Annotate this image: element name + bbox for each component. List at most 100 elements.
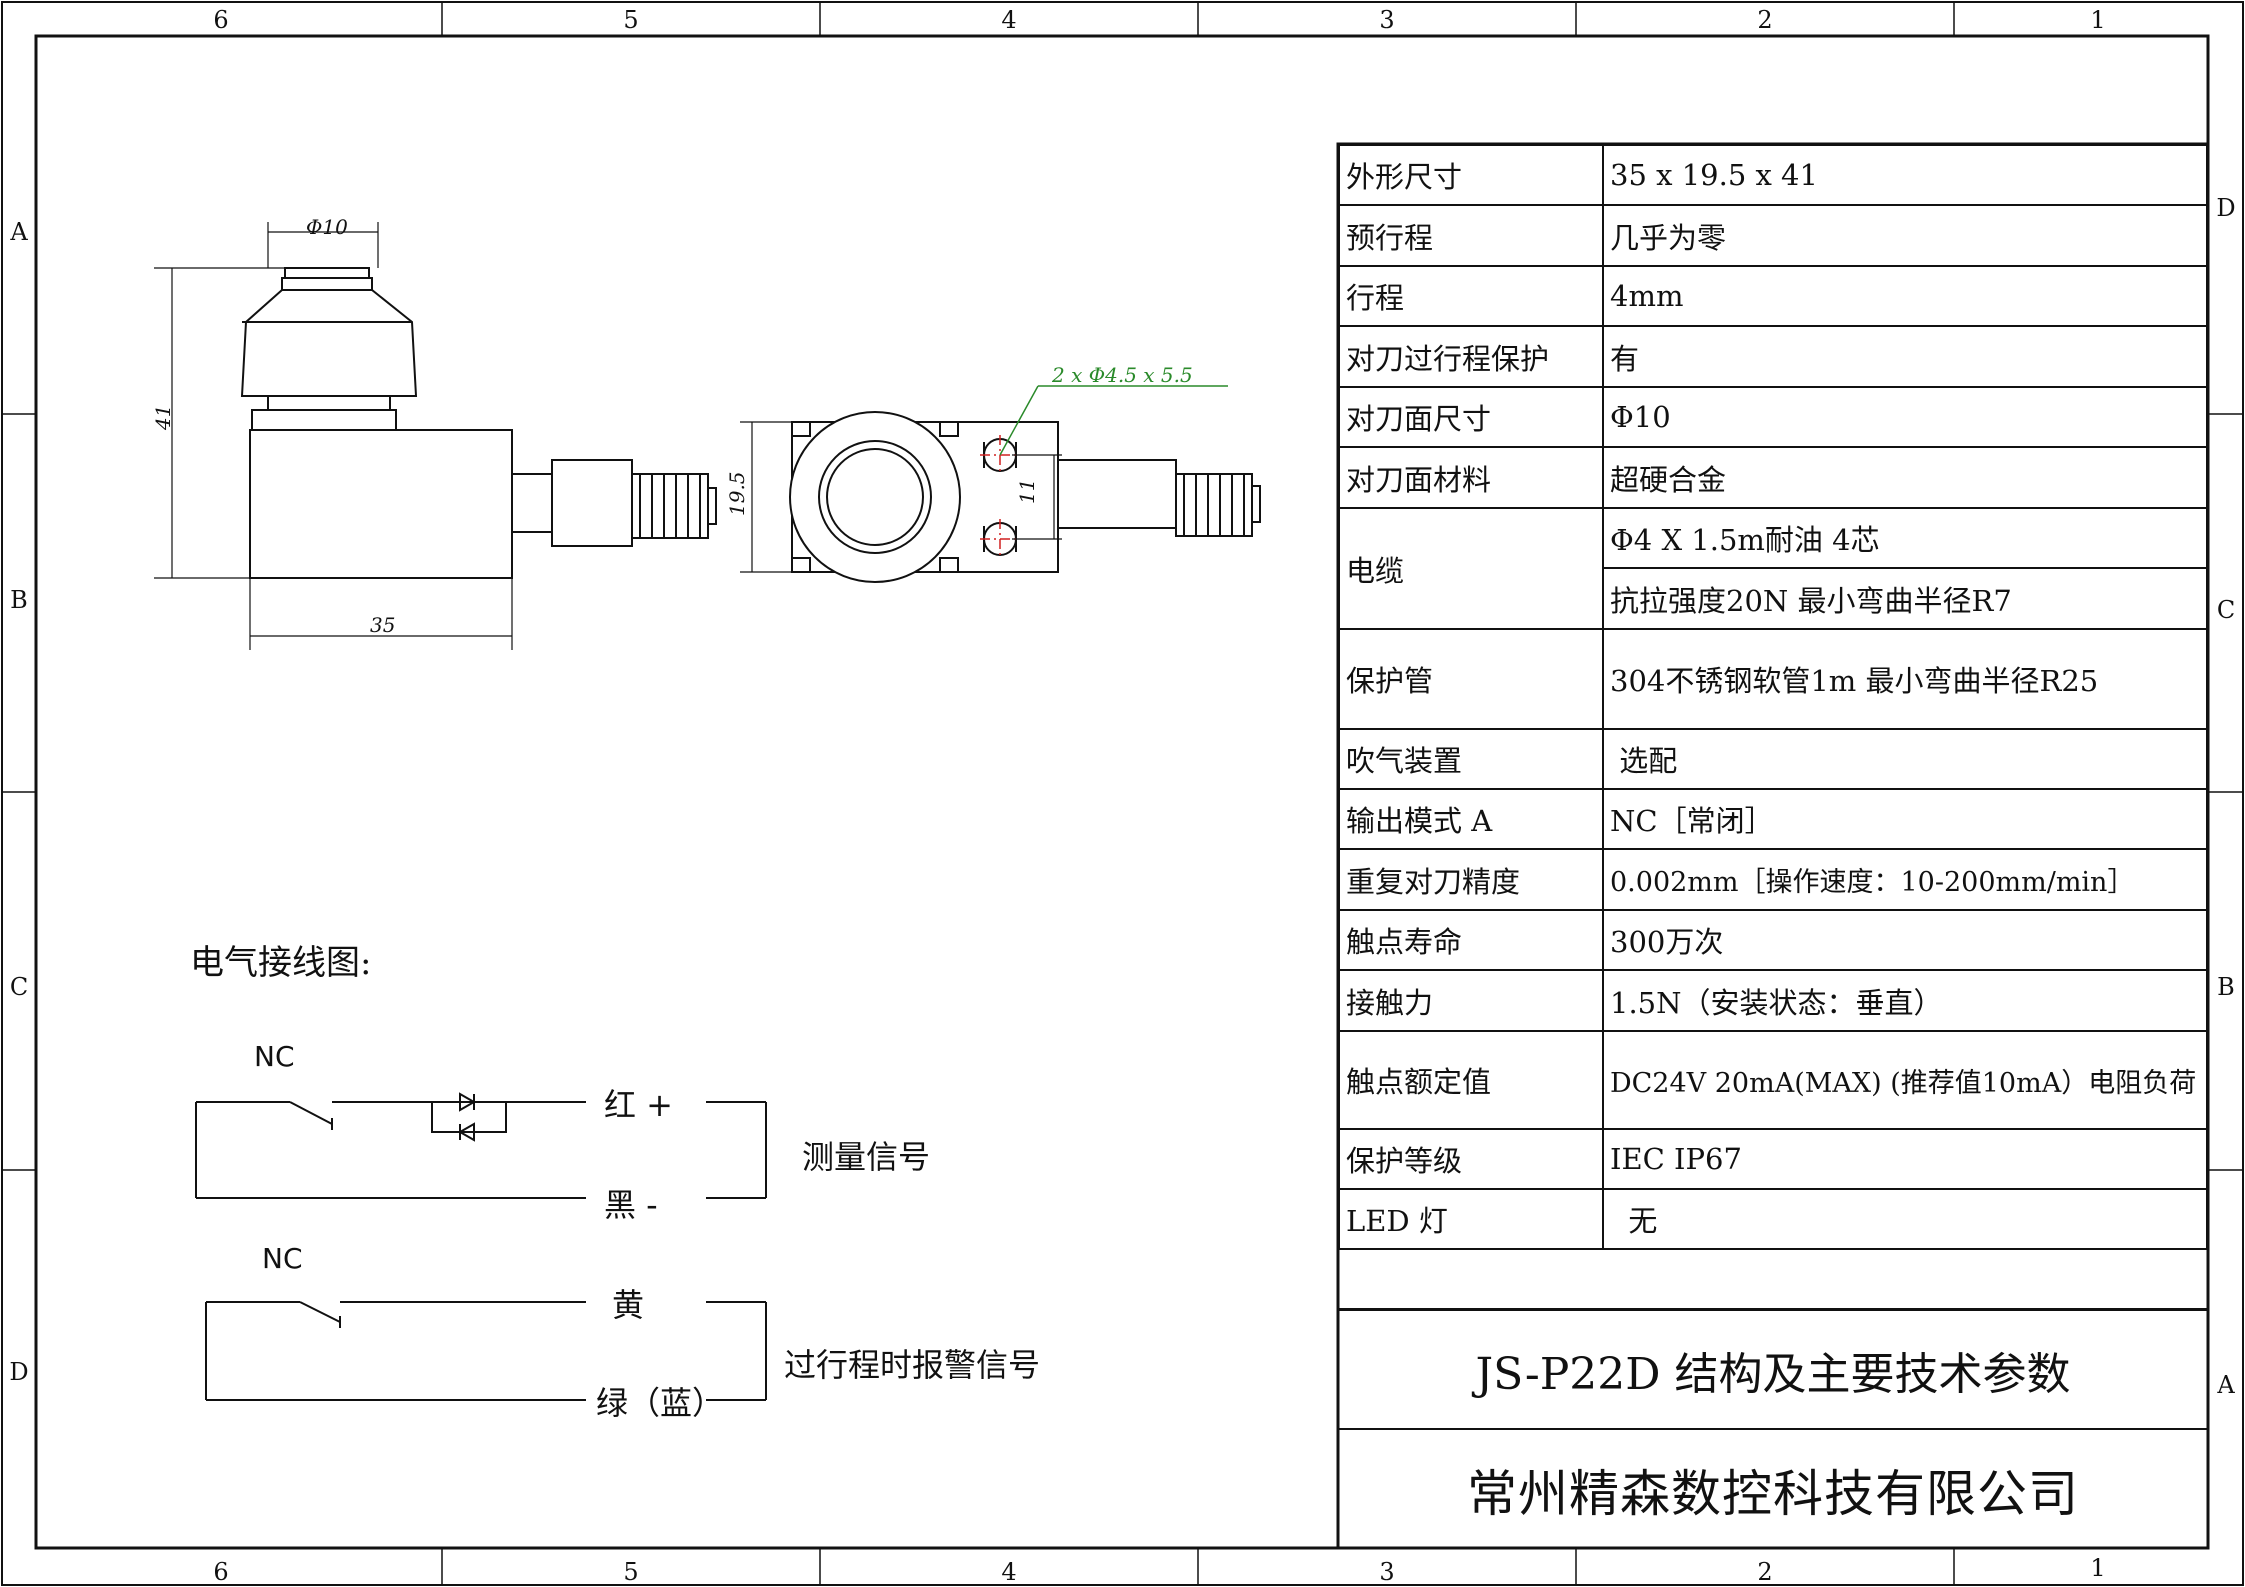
spec-label: 对刀过行程保护: [1338, 325, 1604, 388]
wiring-nc-1: NC: [254, 1040, 295, 1073]
zone-row-right-1: D: [2216, 194, 2235, 222]
spec-label: 触点寿命: [1338, 909, 1604, 971]
spec-value: 1.5N（安装状态：垂直）: [1602, 969, 2208, 1032]
spec-value: Φ4 X 1.5m耐油 4芯: [1602, 507, 2208, 569]
zone-row-left-4: D: [9, 1358, 28, 1386]
zone-col-top-3: 4: [1001, 6, 1016, 34]
side-view-spring: [631, 473, 717, 539]
zone-col-bottom-6: 1: [2090, 1554, 2105, 1582]
spec-value: 无: [1602, 1188, 2208, 1250]
zone-col-top-4: 3: [1379, 6, 1394, 34]
zone-col-top-1: 6: [213, 6, 228, 34]
spec-value: 有: [1602, 325, 2208, 388]
spec-value: NC［常闭］: [1602, 788, 2208, 850]
front-view-dimensions: [740, 421, 1062, 573]
spec-value: 超硬合金: [1602, 446, 2208, 509]
wiring-red-plus: 红 +: [604, 1086, 673, 1124]
spec-value: 304不锈钢软管1m 最小弯曲半径R25: [1602, 628, 2208, 730]
spec-value: 几乎为零: [1602, 204, 2208, 267]
zone-row-right-3: B: [2217, 973, 2235, 1001]
wiring-green-blue: 绿（蓝）: [596, 1384, 725, 1422]
zone-col-top-2: 5: [623, 6, 638, 34]
side-view-dimensions: [154, 222, 513, 650]
spec-value: 300万次: [1602, 909, 2208, 971]
zone-row-left-1: A: [9, 218, 28, 246]
side-view: [240, 267, 717, 579]
spec-row: 对刀面材料超硬合金: [1338, 446, 2208, 509]
spec-value: 35 x 19.5 x 41: [1602, 144, 2208, 206]
spec-row: 预行程几乎为零: [1338, 204, 2208, 267]
spec-label: 外形尺寸: [1338, 144, 1604, 206]
company-name: 常州精森数控科技有限公司: [1338, 1428, 2208, 1550]
zone-col-bottom-1: 6: [213, 1558, 228, 1586]
dim-holes: 2 x Φ4.5 x 5.5: [1051, 363, 1193, 387]
wiring-measure-signal: 测量信号: [802, 1138, 931, 1176]
spec-label: 对刀面材料: [1338, 446, 1604, 509]
led-diode-box: [431, 1101, 507, 1133]
spec-label: 预行程: [1338, 204, 1604, 267]
zone-row-right-2: C: [2217, 596, 2235, 624]
wiring-lines: [195, 1092, 767, 1401]
spec-value: DC24V 20mA(MAX) (推荐值10mA）电阻负荷: [1602, 1030, 2208, 1130]
wiring-nc-2: NC: [262, 1242, 303, 1275]
spec-empty-cell: [1339, 1248, 2207, 1311]
spec-label: 保护等级: [1338, 1128, 1604, 1190]
zone-col-top-5: 2: [1757, 6, 1772, 34]
hole-leader: [999, 385, 1228, 456]
spec-label: 触点额定值: [1338, 1030, 1604, 1130]
spec-label: 保护管: [1338, 628, 1604, 730]
zone-col-bottom-4: 3: [1379, 1558, 1394, 1586]
spec-value: IEC IP67: [1602, 1128, 2208, 1190]
dim-phi10: Φ10: [306, 215, 348, 239]
zone-row-left-3: C: [10, 973, 28, 1001]
zone-row-right-4: A: [2216, 1371, 2235, 1399]
wiring-alarm-signal: 过行程时报警信号: [784, 1346, 1041, 1384]
spec-label: 行程: [1338, 265, 1604, 327]
wiring-black-minus: 黑 -: [604, 1186, 658, 1224]
wiring-yellow: 黄: [612, 1286, 645, 1324]
spec-value: 选配: [1602, 728, 2208, 790]
zone-col-bottom-3: 4: [1001, 1558, 1016, 1586]
spec-row-empty: [1339, 1248, 2207, 1311]
spec-value: 抗拉强度20N 最小弯曲半径R7: [1602, 567, 2208, 630]
spec-value: 4mm: [1602, 265, 2208, 327]
drawing-title: JS-P22D 结构及主要技术参数: [1338, 1308, 2208, 1430]
spec-row: LED 灯 无: [1338, 1188, 2208, 1250]
spec-label: 对刀面尺寸: [1338, 386, 1604, 448]
zone-row-left-2: B: [10, 586, 28, 614]
spec-label: LED 灯: [1338, 1188, 1604, 1250]
front-view: [789, 411, 1261, 583]
spec-label: 电缆: [1338, 507, 1604, 630]
spec-value: 0.002mm［操作速度：10-200mm/min］: [1602, 848, 2208, 911]
spec-row: 吹气装置 选配: [1338, 728, 2208, 790]
spec-label: 重复对刀精度: [1338, 848, 1604, 911]
dim-width35: 35: [370, 613, 395, 637]
spec-value: Φ10: [1602, 386, 2208, 448]
spec-label: 输出模式 A: [1338, 788, 1604, 850]
spec-label: 接触力: [1338, 969, 1604, 1032]
dim-spacing11: 11: [1015, 479, 1039, 504]
title-block-frame: [1336, 142, 2210, 1550]
dim-height19_5: 19.5: [725, 471, 749, 516]
wiring-title: 电气接线图:: [190, 943, 372, 983]
spec-label: 吹气装置: [1338, 728, 1604, 790]
zone-col-bottom-2: 5: [623, 1558, 638, 1586]
spec-row: 对刀过行程保护有: [1338, 325, 2208, 388]
dim-height41: 41: [151, 405, 175, 431]
zone-col-top-6: 1: [2090, 6, 2105, 34]
